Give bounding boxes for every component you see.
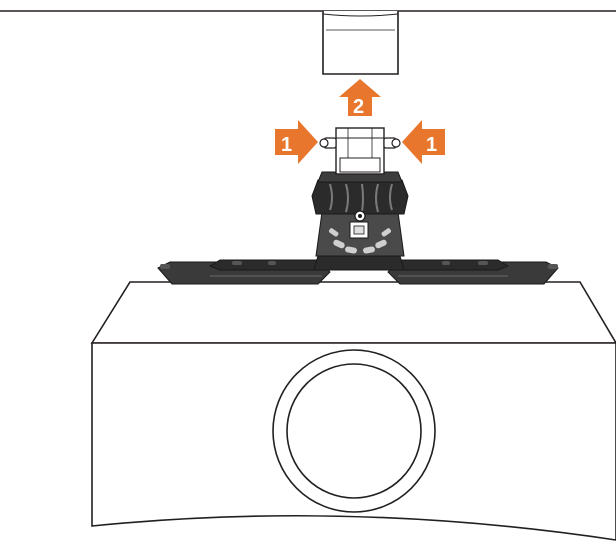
step-1-label-left: 1	[281, 134, 292, 156]
step-2-arrow-up: 2	[339, 79, 381, 118]
step-1-arrow-right: 1	[402, 120, 445, 164]
release-button-right	[383, 137, 401, 149]
step-1-arrow-left: 1	[275, 120, 318, 164]
step-2-label: 2	[353, 96, 364, 118]
mount-extension-column	[335, 127, 385, 175]
step-1-label-right: 1	[426, 134, 437, 156]
arrow-right-icon	[275, 120, 318, 164]
arrow-left-icon	[402, 120, 445, 164]
release-button-left	[319, 137, 337, 149]
ceiling-pipe	[322, 11, 399, 75]
arrow-up-icon	[339, 79, 381, 116]
projector-lens	[272, 349, 436, 513]
mount-base-plate	[157, 255, 559, 285]
mount-swivel-collar	[311, 171, 409, 222]
